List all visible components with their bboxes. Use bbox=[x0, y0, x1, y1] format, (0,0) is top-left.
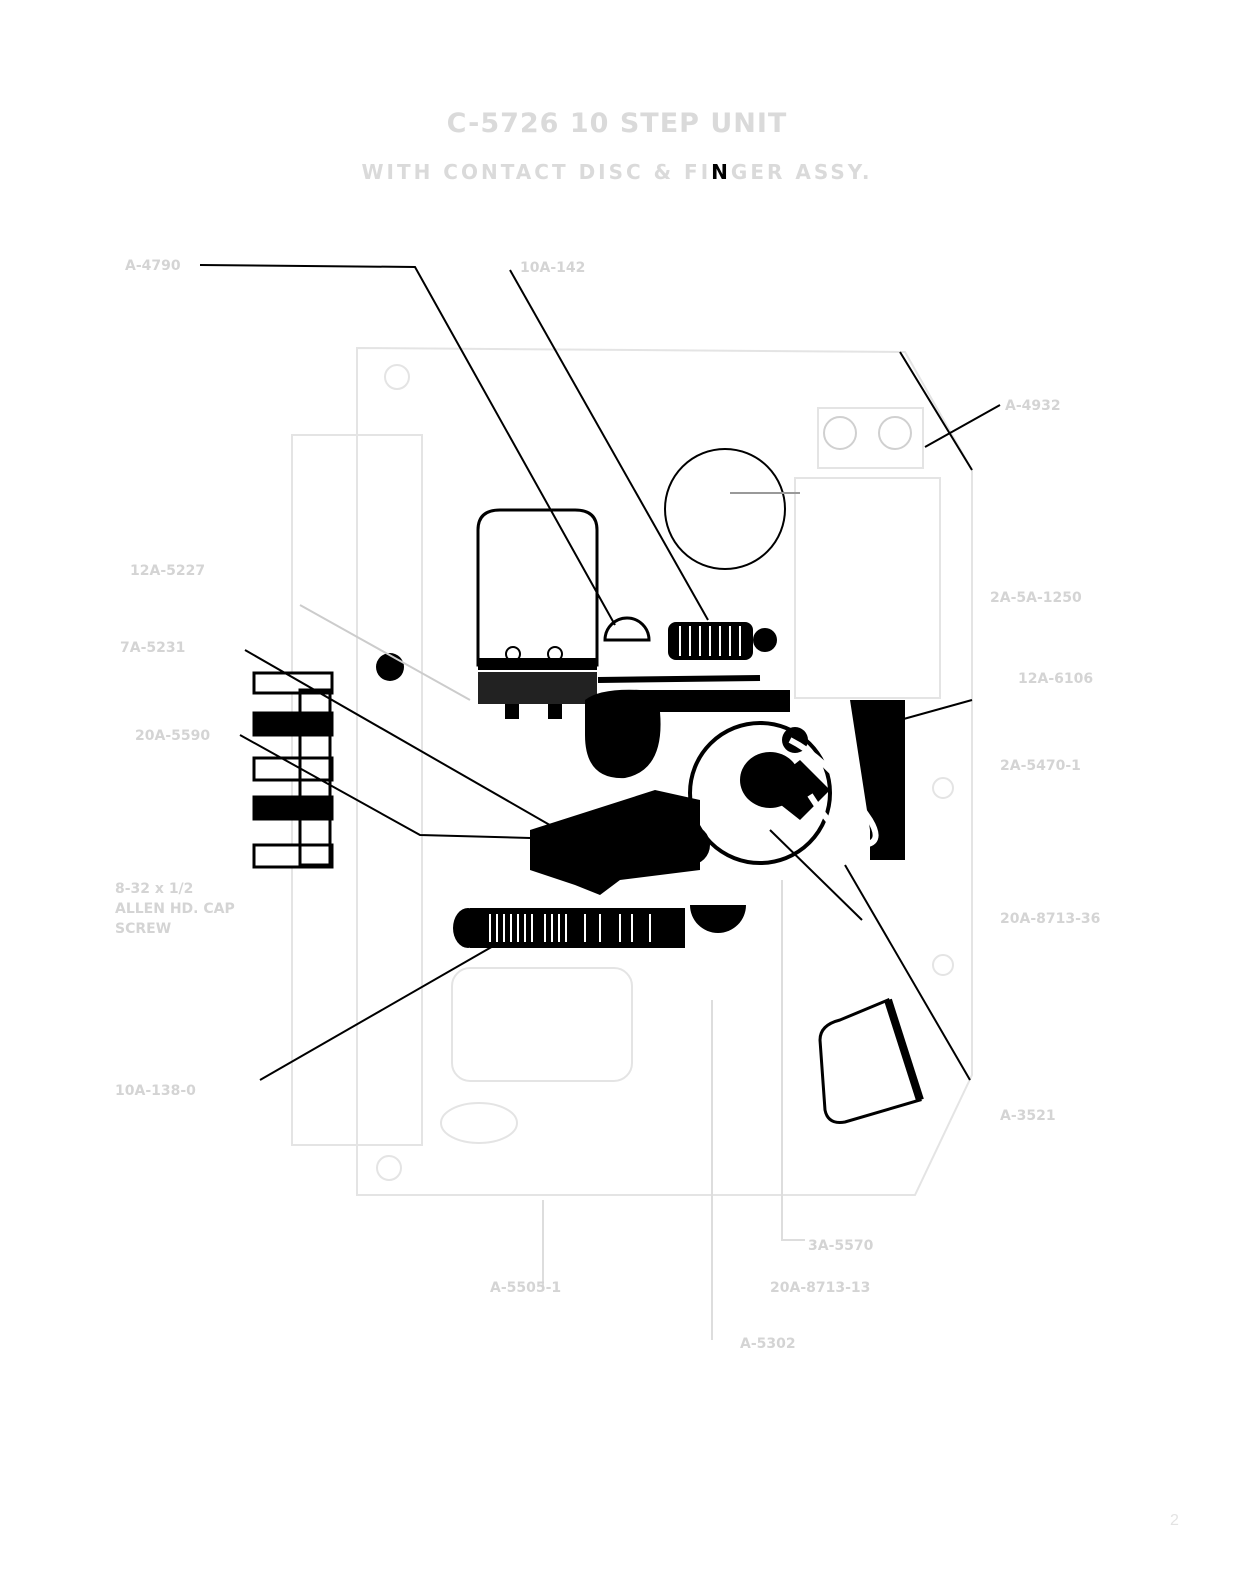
label-10a142: 10A-142 bbox=[520, 260, 585, 276]
label-20a8713-13: 20A-8713-13 bbox=[770, 1280, 870, 1296]
label-2a5470: 2A-5470-1 bbox=[1000, 758, 1081, 774]
label-a5505: A-5505-1 bbox=[490, 1280, 561, 1296]
ratchet-wheel bbox=[688, 700, 905, 865]
subtitle-highlight: N bbox=[711, 160, 731, 184]
subtitle-part: GER ASSY. bbox=[730, 160, 873, 184]
label-a3521: A-3521 bbox=[1000, 1108, 1056, 1124]
diagram-subtitle: WITH CONTACT DISC & FINGER ASSY. bbox=[0, 160, 1234, 184]
label-screw-line3: SCREW bbox=[115, 921, 171, 937]
label-screw-line1: 8-32 x 1/2 bbox=[115, 881, 193, 897]
label-a5302: A-5302 bbox=[740, 1336, 796, 1352]
main-spring bbox=[453, 908, 685, 948]
label-20a8713-36: 20A-8713-36 bbox=[1000, 911, 1100, 927]
label-screw-line2: ALLEN HD. CAP bbox=[115, 901, 235, 917]
label-20a5590: 20A-5590 bbox=[135, 728, 210, 744]
terminal-screws bbox=[823, 416, 912, 450]
page-number: 2 bbox=[1170, 1512, 1179, 1529]
armature-spring bbox=[597, 616, 777, 683]
reset-disc bbox=[664, 448, 786, 570]
label-7a5231: 7A-5231 bbox=[120, 640, 185, 656]
label-a4790: A-4790 bbox=[125, 258, 181, 274]
label-12a6106: 12A-6106 bbox=[1018, 671, 1093, 687]
label-2a5a1250: 2A-5A-1250 bbox=[990, 590, 1082, 606]
label-12a5227: 12A-5227 bbox=[130, 563, 205, 579]
label-a4932: A-4932 bbox=[1005, 398, 1061, 414]
label-10a138: 10A-138-0 bbox=[115, 1083, 196, 1099]
diagram-title: C-5726 10 STEP UNIT bbox=[446, 108, 788, 139]
label-3a5570: 3A-5570 bbox=[808, 1238, 874, 1254]
base-plate-outline bbox=[291, 346, 973, 1196]
relay-coil bbox=[476, 508, 599, 719]
subtitle-part: WITH CONTACT DISC & FI bbox=[361, 160, 712, 184]
terminal-strip bbox=[252, 671, 334, 869]
pawl-assembly bbox=[530, 790, 746, 933]
leader-lines bbox=[199, 264, 1001, 1340]
